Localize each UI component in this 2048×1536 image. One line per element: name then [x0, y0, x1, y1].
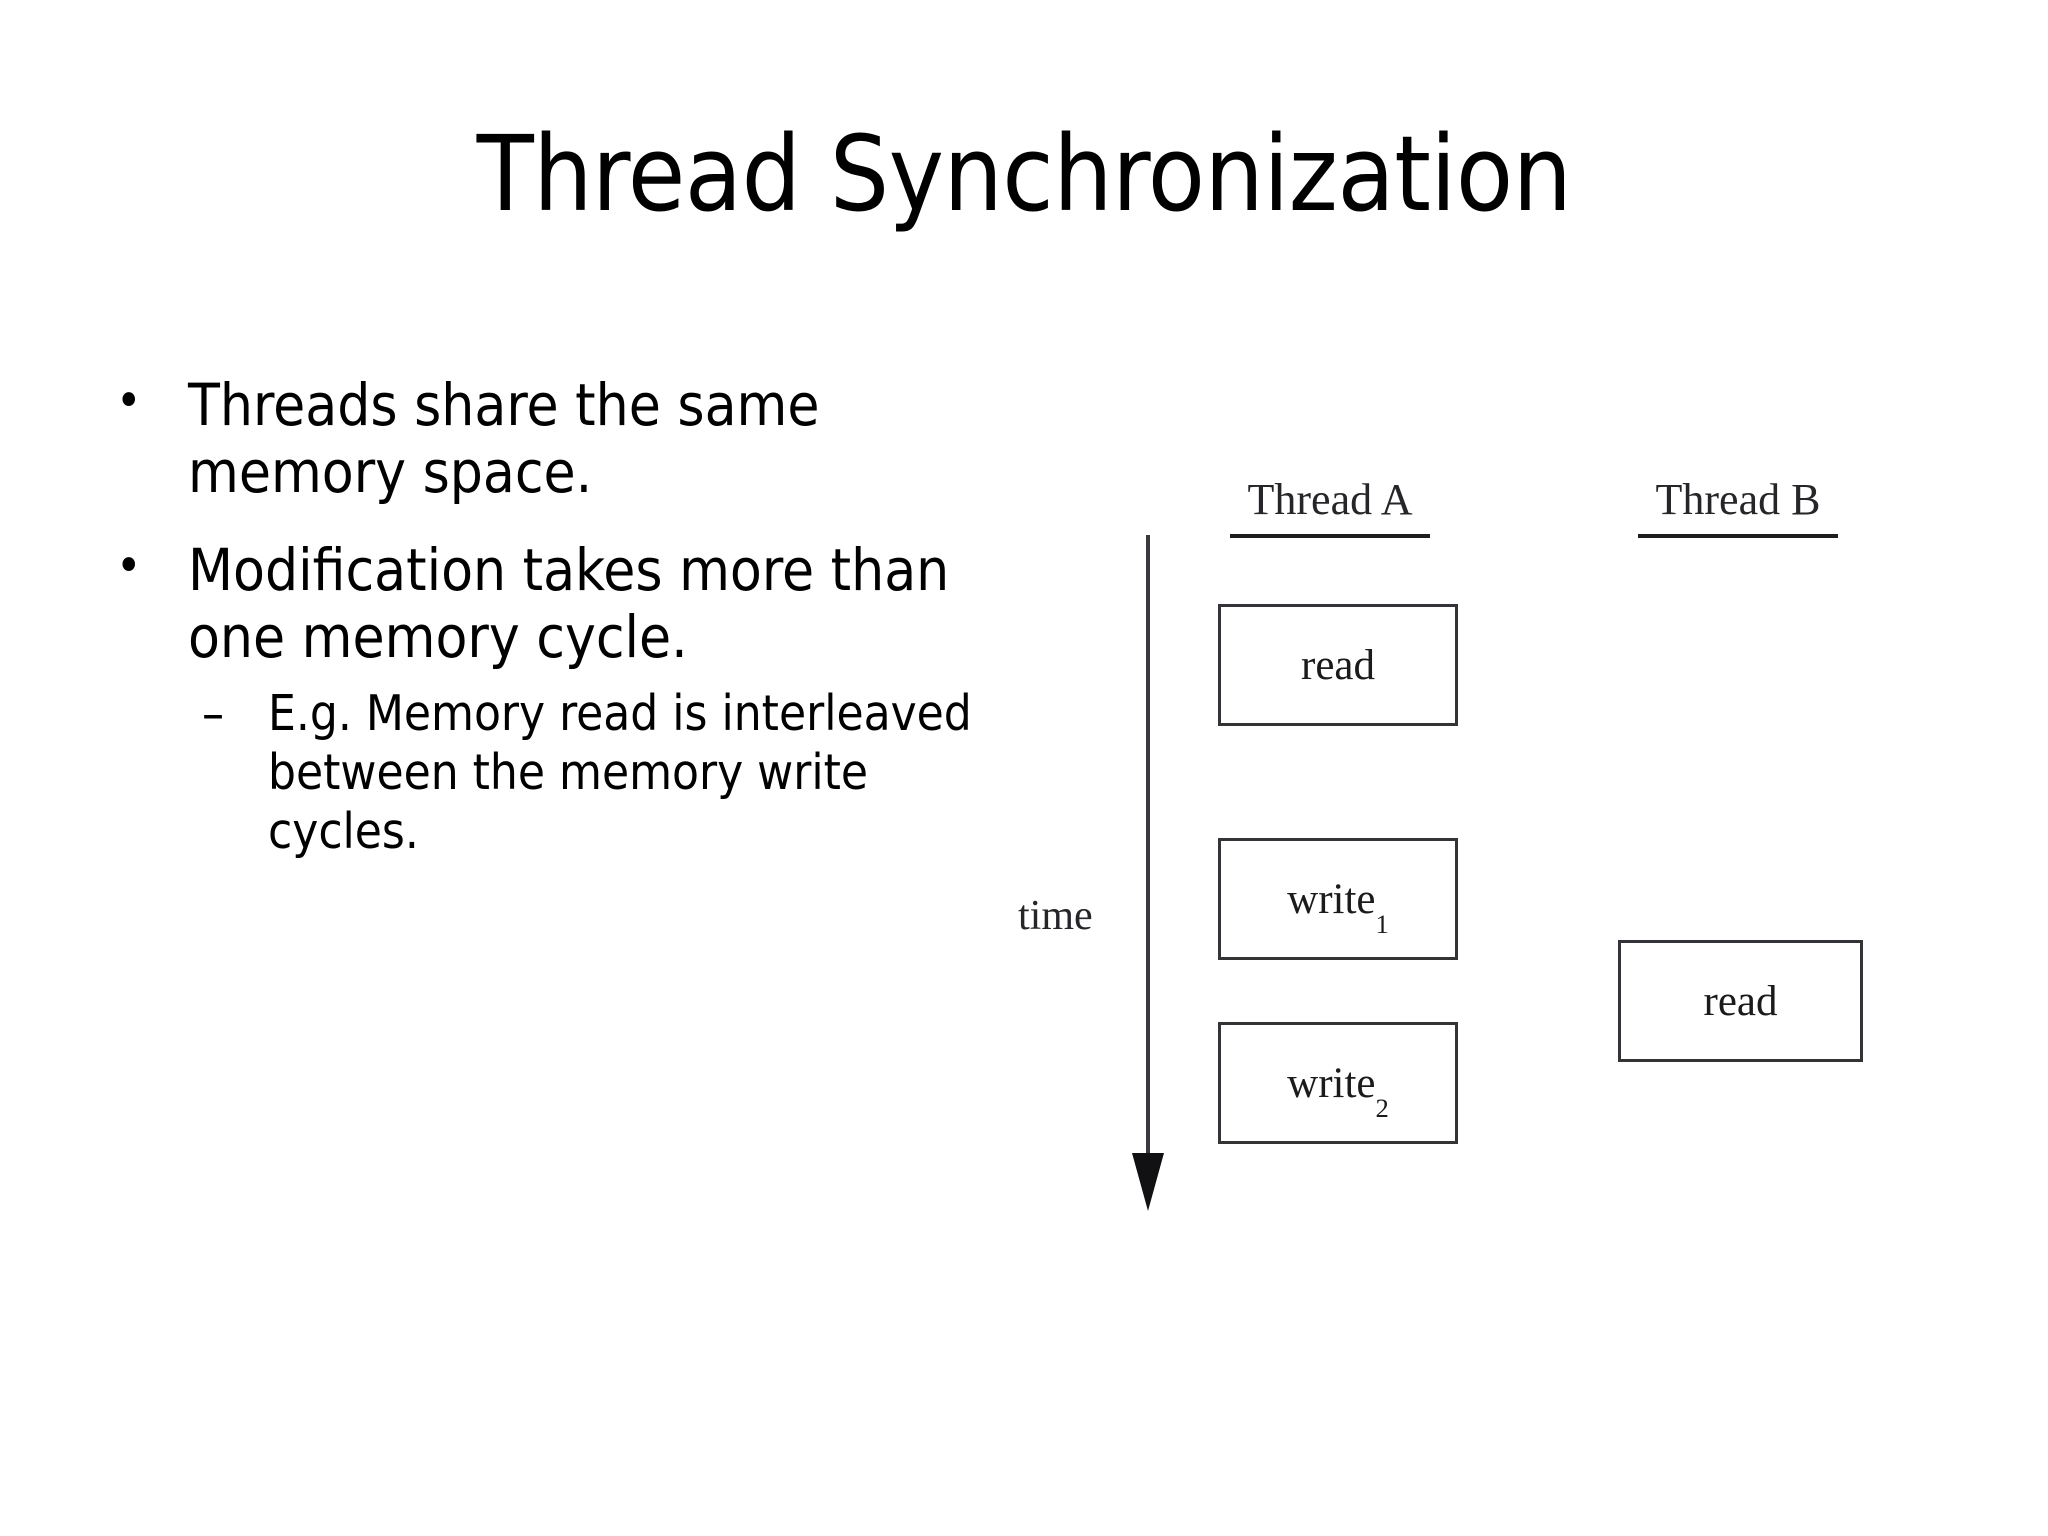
- bullet-marker-icon: •: [116, 373, 142, 429]
- page-title: Thread Synchronization: [476, 113, 1572, 235]
- thread-a-write2-box: write2: [1218, 1022, 1458, 1144]
- thread-b-header-text: Thread B: [1655, 475, 1821, 524]
- thread-a-write1-box: write1: [1218, 838, 1458, 960]
- op-subscript-text: 1: [1375, 909, 1389, 940]
- thread-a-write2-label: write2: [1287, 1059, 1389, 1122]
- time-axis-label: time: [1018, 893, 1093, 939]
- dash-marker-icon: –: [202, 685, 225, 743]
- bullet-list: • Threads share the same memory space. •…: [110, 371, 990, 862]
- time-axis-arrow-icon: [1120, 535, 1180, 1211]
- op-base-text: read: [1703, 977, 1778, 1025]
- thread-a-read-box: read: [1218, 604, 1458, 726]
- thread-a-read-label: read: [1301, 644, 1375, 687]
- op-subscript-text: 2: [1375, 1093, 1389, 1124]
- list-item: • Modification takes more than one memor…: [110, 535, 990, 862]
- op-base-text: write: [1287, 875, 1376, 923]
- op-base-text: read: [1301, 641, 1375, 689]
- list-item: • Threads share the same memory space.: [110, 371, 990, 507]
- thread-b-read-box: read: [1618, 940, 1863, 1062]
- arrow-head-icon: [1132, 1153, 1164, 1211]
- list-item: – E.g. Memory read is interleaved betwee…: [188, 685, 990, 861]
- thread-b-header: Thread B: [1638, 478, 1838, 538]
- thread-timeline-diagram: time Thread A Thread B read write1 write…: [1000, 440, 1940, 1230]
- sub-bullet-text: E.g. Memory read is interleaved between …: [268, 685, 972, 860]
- bullet-marker-icon: •: [116, 537, 142, 594]
- op-base-text: write: [1287, 1059, 1376, 1107]
- sub-bullet-list: – E.g. Memory read is interleaved betwee…: [188, 685, 990, 861]
- thread-b-read-label: read: [1704, 980, 1778, 1023]
- body-content: • Threads share the same memory space. •…: [110, 371, 990, 891]
- thread-a-underline: [1230, 534, 1430, 538]
- arrow-shaft: [1146, 535, 1150, 1162]
- bullet-text: Threads share the same memory space.: [188, 371, 820, 507]
- thread-a-write1-label: write1: [1287, 875, 1389, 938]
- thread-b-underline: [1638, 534, 1838, 538]
- thread-a-header-text: Thread A: [1247, 475, 1413, 524]
- thread-a-header: Thread A: [1230, 478, 1430, 538]
- bullet-text: Modification takes more than one memory …: [188, 535, 950, 671]
